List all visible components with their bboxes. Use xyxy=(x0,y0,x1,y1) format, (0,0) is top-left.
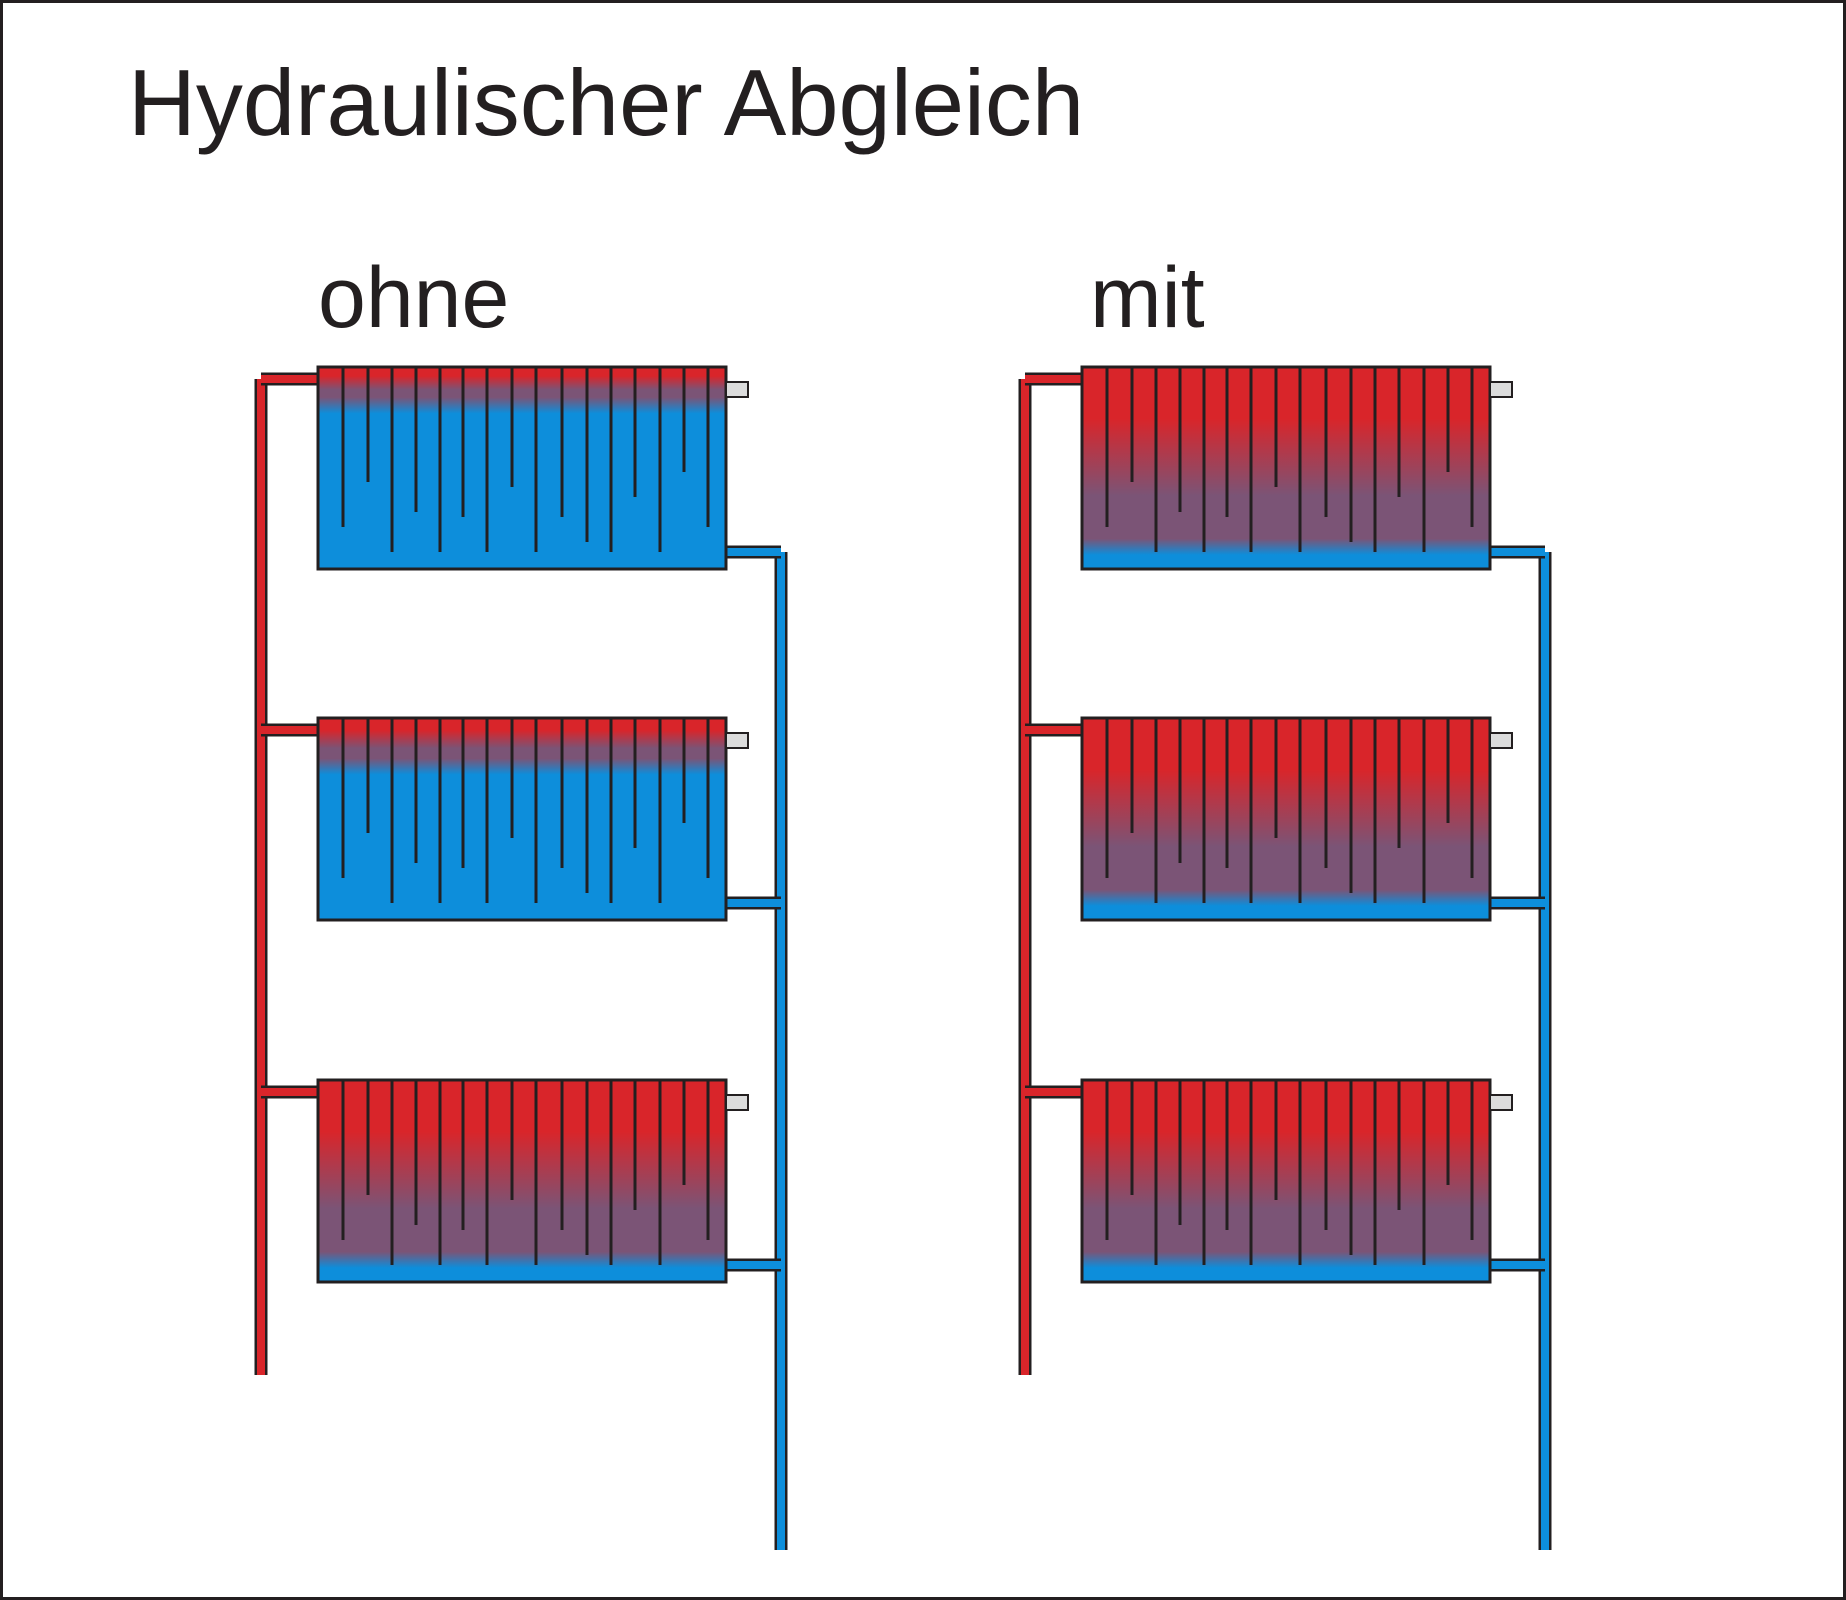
radiator-body xyxy=(316,716,728,922)
valve-icon xyxy=(725,381,749,398)
radiator xyxy=(316,716,749,922)
radiator xyxy=(316,365,749,571)
valve-icon xyxy=(1489,381,1513,398)
radiator-body xyxy=(1080,1078,1492,1284)
valve-icon xyxy=(1489,1094,1513,1111)
radiator xyxy=(1080,365,1513,571)
radiator-body xyxy=(316,1078,728,1284)
radiator-body xyxy=(1080,716,1492,922)
radiator xyxy=(1080,716,1513,922)
valve-icon xyxy=(725,732,749,749)
diagram-title: Hydraulischer Abgleich xyxy=(128,50,1084,155)
radiator-body xyxy=(1080,365,1492,571)
radiator-body xyxy=(316,365,728,571)
panel-label-ohne: ohne xyxy=(318,250,509,346)
panels-layer xyxy=(254,365,1552,1550)
panel-label-mit: mit xyxy=(1090,250,1205,346)
valve-icon xyxy=(725,1094,749,1111)
radiator xyxy=(1080,1078,1513,1284)
valve-icon xyxy=(1489,732,1513,749)
radiator xyxy=(316,1078,749,1284)
